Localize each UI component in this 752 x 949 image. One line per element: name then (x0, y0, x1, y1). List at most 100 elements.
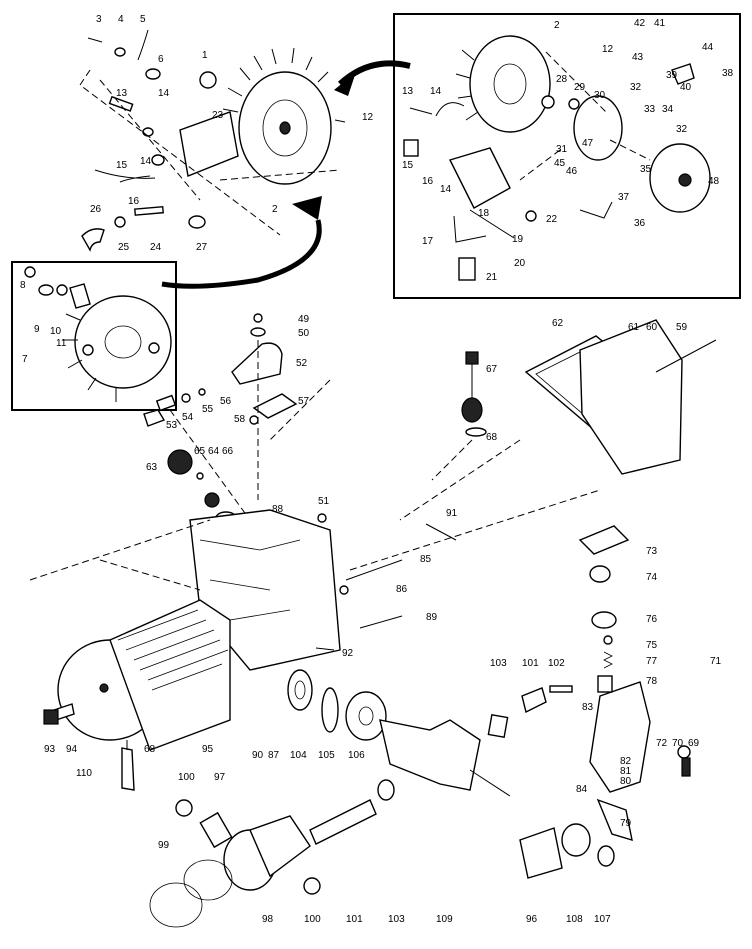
callout-label: 66 (222, 446, 234, 457)
callout-label: 41 (654, 18, 666, 29)
callout-label: 68 (144, 744, 156, 755)
callout-label: 40 (680, 82, 692, 93)
callout-label: 101 (522, 658, 539, 669)
callout-label: 87 (268, 750, 280, 761)
callout-label: 38 (722, 68, 734, 79)
callout-label: 62 (552, 318, 564, 329)
bottom-parts (149, 779, 615, 928)
callout-label: 86 (396, 584, 408, 595)
callout-label: 92 (342, 648, 354, 659)
callout-label: 9 (34, 324, 40, 335)
callout-label: 17 (422, 236, 434, 247)
callout-label: 51 (318, 496, 330, 507)
cylinder-group (43, 599, 231, 791)
top-flywheel-group (79, 29, 346, 252)
callout-label: 14 (440, 184, 452, 195)
callout-label: 91 (446, 508, 458, 519)
callout-label: 14 (430, 86, 442, 97)
callout-label: 3 (96, 14, 102, 25)
callout-label: 109 (436, 914, 453, 925)
callout-label: 103 (388, 914, 405, 925)
callout-label: 4 (118, 14, 124, 25)
callout-label: 71 (710, 656, 722, 667)
callout-label: 13 (116, 88, 128, 99)
callout-label: 54 (182, 412, 194, 423)
callout-label: 98 (262, 914, 274, 925)
callout-label: 12 (602, 44, 614, 55)
callout-label: 15 (116, 160, 128, 171)
callout-label: 16 (422, 176, 434, 187)
callout-label: 23 (212, 110, 224, 121)
callout-label: 13 (402, 86, 414, 97)
callout-label: 1 (202, 50, 208, 61)
callout-label: 73 (646, 546, 658, 557)
callout-label: 25 (118, 242, 130, 253)
callout-label: 95 (202, 744, 214, 755)
callout-label: 74 (646, 572, 658, 583)
callout-label: 46 (566, 166, 578, 177)
callout-label: 100 (304, 914, 321, 925)
callout-label: 64 (208, 446, 220, 457)
arrow-to-inset (337, 60, 411, 87)
crankshaft (379, 719, 481, 791)
callout-label: 12 (362, 112, 374, 123)
callout-label: 68 (486, 432, 498, 443)
callout-label: 32 (630, 82, 642, 93)
callout-label: 36 (634, 218, 646, 229)
callout-label: 84 (576, 784, 588, 795)
callout-label: 6 (158, 54, 164, 65)
callout-label: 60 (646, 322, 658, 333)
callout-label: 100 (178, 772, 195, 783)
callout-label: 19 (512, 234, 524, 245)
callout-label: 82 (620, 756, 632, 767)
callout-label: 81 (620, 766, 632, 777)
callout-label: 53 (166, 420, 178, 431)
callout-label: 85 (420, 554, 432, 565)
callout-label: 72 (656, 738, 668, 749)
callout-label: 35 (640, 164, 652, 175)
callout-label: 67 (486, 364, 498, 375)
callout-label: 77 (646, 656, 658, 667)
callout-label: 106 (348, 750, 365, 761)
callout-label: 90 (252, 750, 264, 761)
callout-label: 10 (50, 326, 62, 337)
callout-label: 18 (478, 208, 490, 219)
callout-label: 33 (644, 104, 656, 115)
callout-label: 70 (672, 738, 684, 749)
callout-label: 79 (620, 818, 632, 829)
callout-label: 107 (594, 914, 611, 925)
callout-label: 2 (272, 204, 278, 215)
flywheel-inset-parts (24, 266, 172, 402)
callout-label: 47 (582, 138, 594, 149)
callout-label: 34 (662, 104, 674, 115)
ignition-inset-parts (403, 35, 711, 281)
callout-label: 50 (298, 328, 310, 339)
callout-label: 93 (44, 744, 56, 755)
callout-label: 15 (402, 160, 414, 171)
callout-label: 58 (234, 414, 246, 425)
callout-label: 14 (140, 156, 152, 167)
callout-label: 80 (620, 776, 632, 787)
callout-label: 97 (214, 772, 226, 783)
flywheel-inset-box (11, 261, 177, 411)
callout-label: 5 (140, 14, 146, 25)
callout-label: 105 (318, 750, 335, 761)
callout-label: 26 (90, 204, 102, 215)
callout-label: 20 (514, 258, 526, 269)
callout-label: 55 (202, 404, 214, 415)
oil-pump (589, 681, 651, 793)
callout-label: 110 (76, 768, 92, 779)
callout-label: 24 (150, 242, 162, 253)
callout-label: 75 (646, 640, 658, 651)
callout-label: 59 (676, 322, 688, 333)
callout-label: 45 (554, 158, 566, 169)
callout-label: 2 (554, 20, 560, 31)
callout-label: 96 (526, 914, 538, 925)
callout-label: 76 (646, 614, 658, 625)
callout-label: 63 (146, 462, 158, 473)
callout-label: 48 (708, 176, 720, 187)
cover-group (269, 319, 717, 521)
callout-label: 94 (66, 744, 78, 755)
